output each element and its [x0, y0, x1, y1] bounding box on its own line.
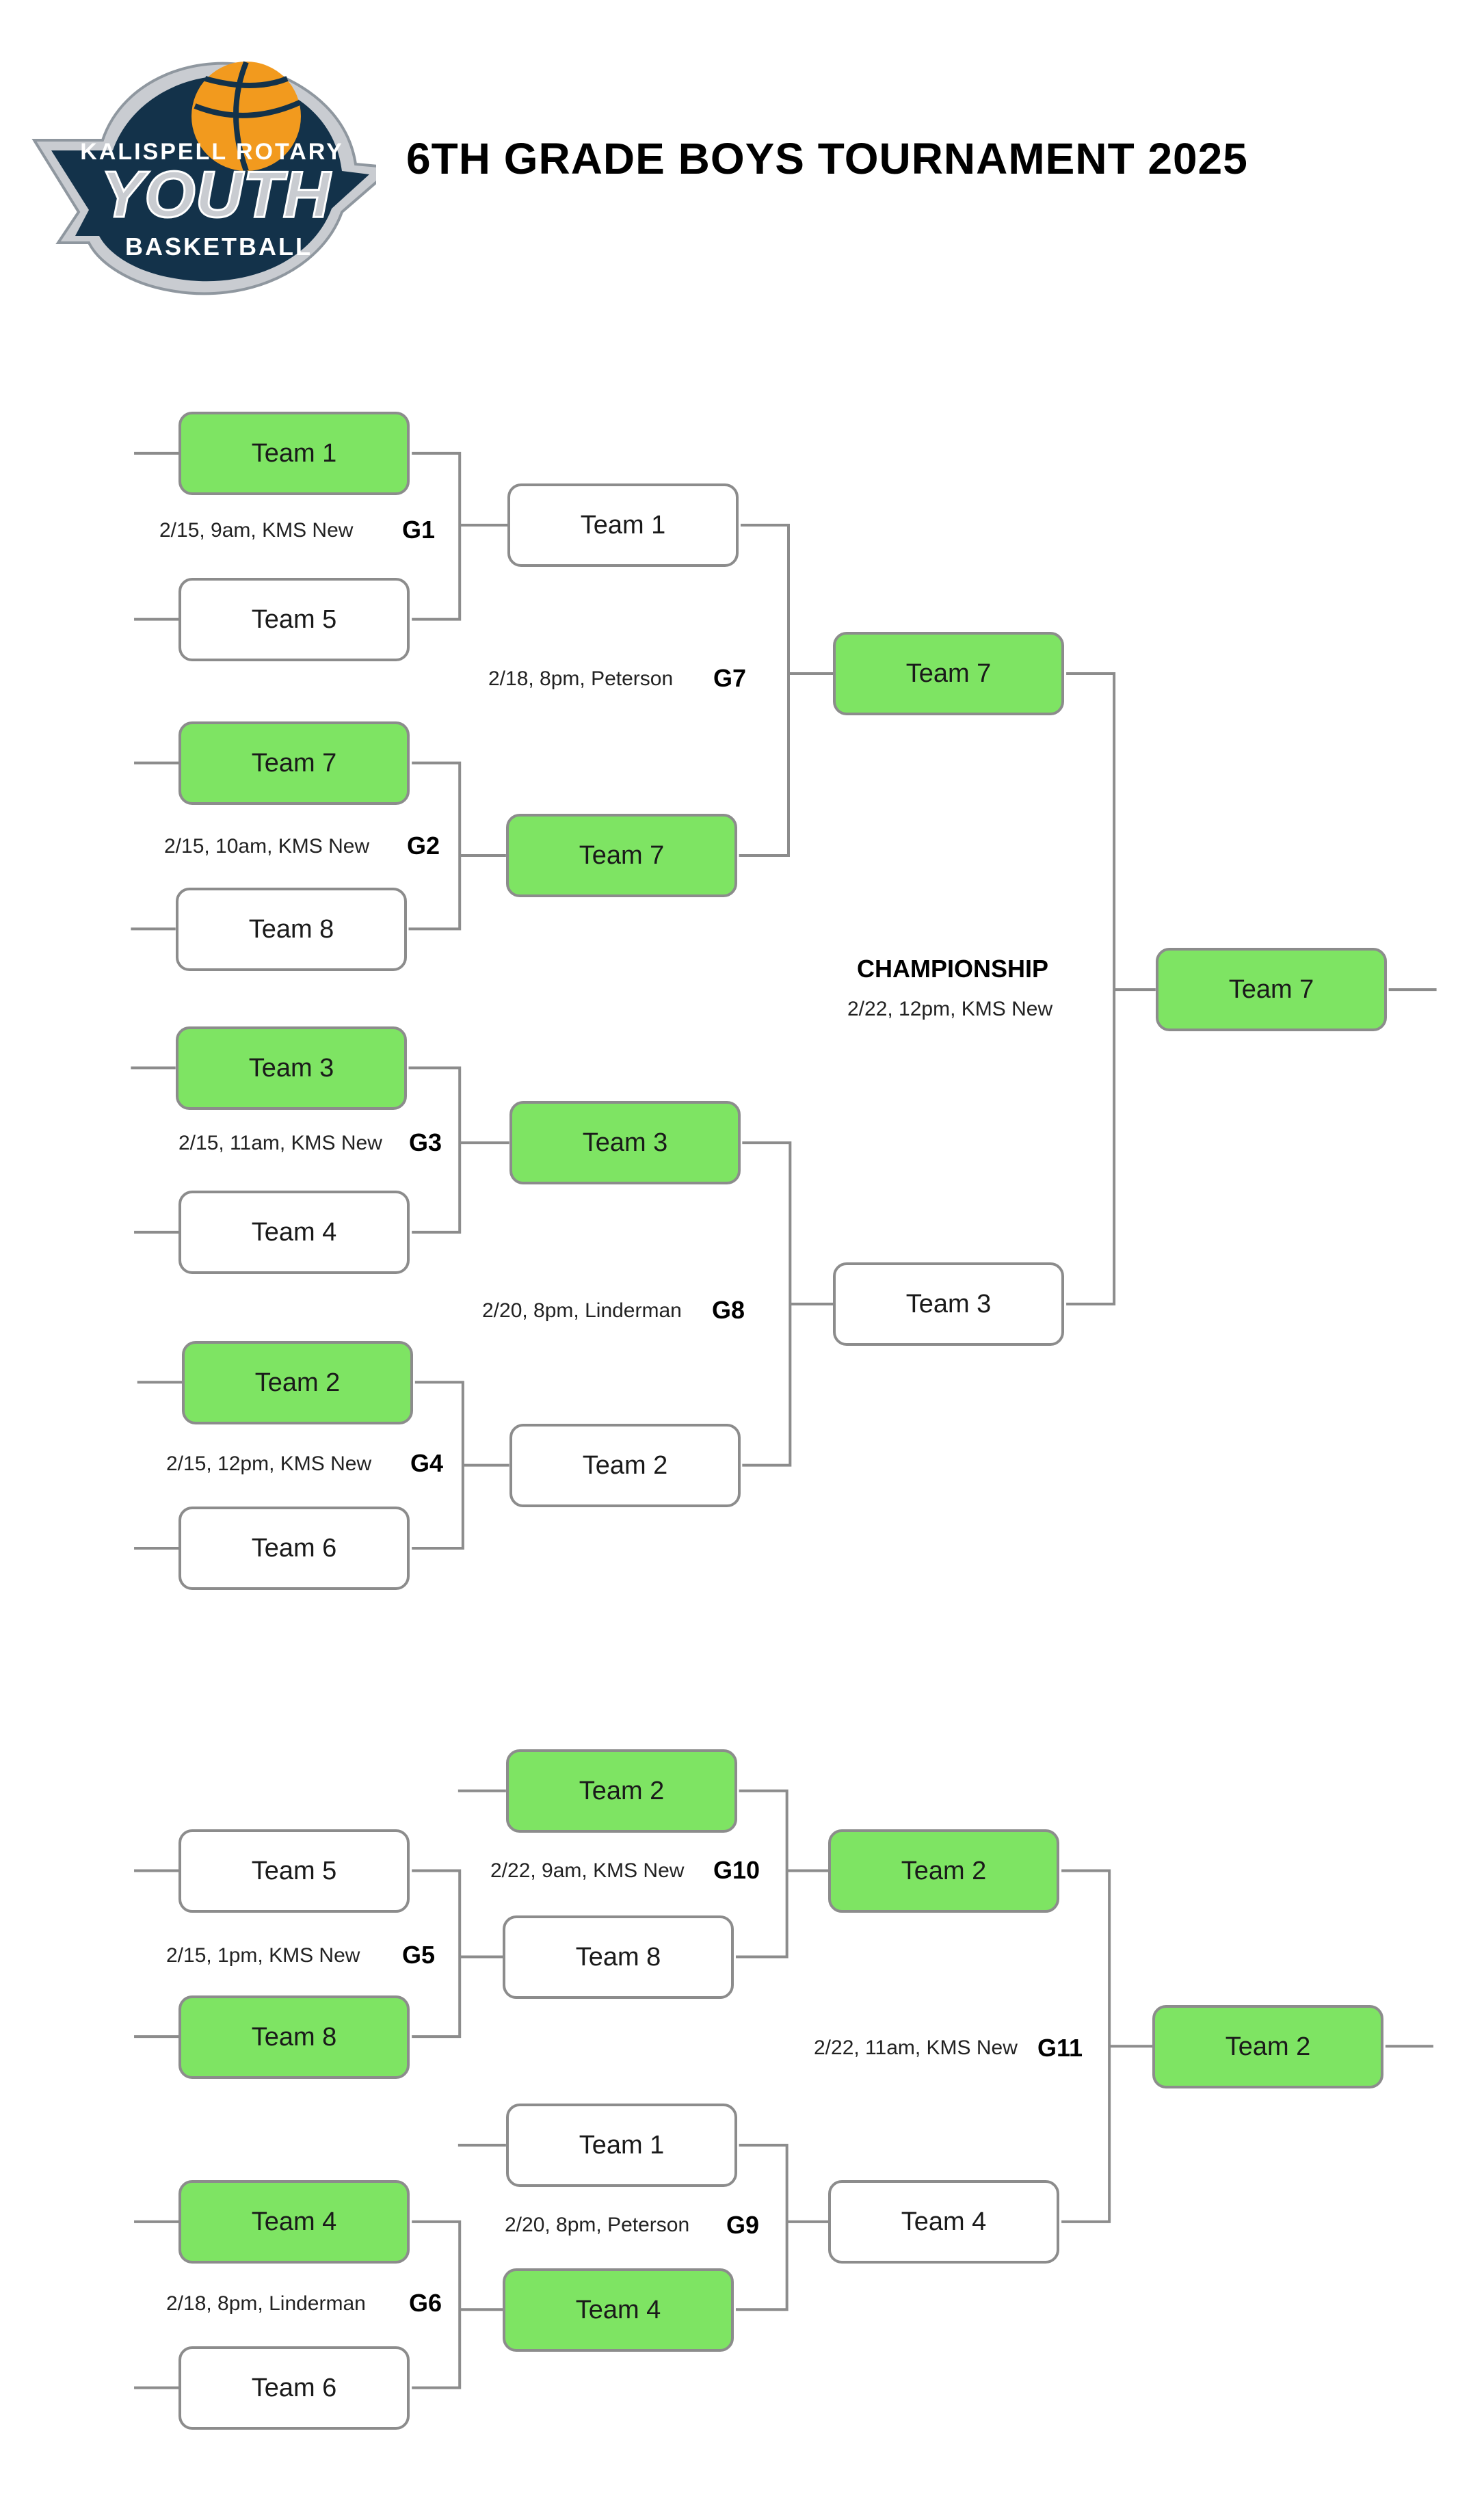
team-name: Team 1	[580, 510, 666, 540]
g2-bracket	[408, 761, 462, 931]
team-box-champion: Team 7	[1156, 948, 1387, 1031]
team-name: Team 7	[251, 748, 337, 778]
team-name: Team 2	[901, 1856, 987, 1885]
team-name: Team 8	[251, 2022, 337, 2052]
g7-bracket	[739, 523, 790, 858]
game-label-g4: G4	[410, 1449, 444, 1477]
team-box-g11-top: Team 2	[828, 1829, 1059, 1913]
team-box-g9-bot: Team 4	[503, 2268, 734, 2352]
game-info-g8: 2/20, 8pm, Linderman	[482, 1299, 682, 1322]
game-info-g11: 2/22, 11am, KMS New	[814, 2037, 1018, 2059]
team-name: Team 3	[582, 1128, 668, 1157]
game-label-g3: G3	[409, 1128, 442, 1156]
game-label-g5: G5	[402, 1941, 436, 1969]
team-box-g7-bot: Team 7	[506, 814, 737, 897]
team-name: Team 3	[248, 1053, 334, 1083]
team-box-g9-top: Team 1	[506, 2104, 737, 2187]
team-name: Team 8	[575, 1942, 661, 1972]
team-name: Team 7	[905, 659, 992, 688]
game-label-g8: G8	[712, 1296, 745, 1324]
game-info-g7: 2/18, 8pm, Peterson	[488, 667, 674, 690]
team-box-g8-bot: Team 2	[509, 1424, 741, 1507]
championship-info: 2/22, 12pm, KMS New	[847, 998, 1053, 1020]
game-label-g1: G1	[402, 516, 436, 544]
team-box-ch-top: Team 7	[833, 632, 1064, 715]
championship-bracket	[1066, 672, 1116, 1305]
team-box-g1-top: Team 1	[178, 412, 410, 495]
team-name: Team 6	[251, 1533, 337, 1563]
game-label-g9: G9	[726, 2211, 760, 2239]
team-name: Team 2	[582, 1450, 668, 1480]
team-name: Team 4	[251, 1217, 337, 1247]
page-title: 6TH GRADE BOYS TOURNAMENT 2025	[406, 134, 1248, 183]
team-name: Team 4	[251, 2207, 337, 2236]
game-label-g11: G11	[1037, 2034, 1083, 2062]
team-box-g10-top: Team 2	[506, 1749, 737, 1833]
team-name: Team 6	[251, 2373, 337, 2402]
team-box-g4-top: Team 2	[182, 1341, 413, 1424]
game-label-g6: G6	[409, 2289, 442, 2317]
game-info-g5: 2/15, 1pm, KMS New	[166, 1944, 360, 1967]
team-name: Team 2	[579, 1776, 665, 1805]
g10-bracket	[735, 1789, 789, 1959]
team-box-g8-top: Team 3	[509, 1101, 741, 1184]
team-name: Team 4	[901, 2207, 987, 2236]
game-label-g10: G10	[713, 1856, 760, 1884]
g8-bracket	[742, 1141, 792, 1467]
logo-line1: KALISPELL ROTARY	[80, 139, 344, 165]
g3-bracket	[408, 1066, 462, 1234]
game-info-g6: 2/18, 8pm, Linderman	[166, 2292, 366, 2315]
g5-bracket	[412, 1869, 462, 2039]
team-name: Team 1	[579, 2130, 665, 2160]
team-box-g11-bot: Team 4	[828, 2180, 1059, 2264]
team-name: Team 4	[575, 2295, 661, 2324]
team-name: Team 7	[1228, 974, 1314, 1004]
game-info-g4: 2/15, 12pm, KMS New	[166, 1452, 372, 1475]
kalispell-rotary-youth-basketball-logo: KALISPELL ROTARY YOUTH BASKETBALL	[31, 61, 376, 295]
logo-line2: YOUTH	[101, 158, 332, 231]
team-box-g5-bot: Team 8	[178, 1995, 410, 2079]
team-box-g1-bot: Team 5	[178, 578, 410, 661]
championship-label: CHAMPIONSHIP	[857, 955, 1049, 983]
game-info-g2: 2/15, 10am, KMS New	[164, 835, 370, 858]
team-box-g4-bot: Team 6	[178, 1507, 410, 1590]
team-name: Team 5	[251, 1856, 337, 1885]
team-box-consolation-winner: Team 2	[1152, 2005, 1383, 2088]
team-name: Team 2	[1225, 2032, 1311, 2061]
game-label-g2: G2	[407, 832, 440, 860]
team-name: Team 7	[579, 840, 665, 870]
team-box-g5-top: Team 5	[178, 1829, 410, 1913]
team-box-g7-top: Team 1	[507, 483, 739, 567]
team-box-g2-bot: Team 8	[176, 888, 407, 971]
team-box-g6-bot: Team 6	[178, 2346, 410, 2430]
game-info-g10: 2/22, 9am, KMS New	[490, 1859, 685, 1882]
g6-bracket	[412, 2220, 462, 2389]
team-name: Team 2	[254, 1368, 341, 1397]
game-info-g9: 2/20, 8pm, Peterson	[505, 2214, 690, 2236]
team-name: Team 1	[251, 438, 337, 468]
game-label-g7: G7	[713, 664, 747, 692]
g9-bracket	[735, 2143, 789, 2311]
team-box-g10-bot: Team 8	[503, 1915, 734, 1999]
game-info-g1: 2/15, 9am, KMS New	[159, 519, 354, 542]
team-box-g6-top: Team 4	[178, 2180, 410, 2264]
logo-line3: BASKETBALL	[125, 233, 313, 261]
team-name: Team 3	[905, 1289, 992, 1318]
team-box-ch-bot: Team 3	[833, 1262, 1064, 1346]
team-box-g3-bot: Team 4	[178, 1191, 410, 1274]
g1-bracket	[412, 451, 462, 621]
team-box-g3-top: Team 3	[176, 1026, 407, 1110]
team-name: Team 8	[248, 914, 334, 944]
team-name: Team 5	[251, 605, 337, 634]
game-info-g3: 2/15, 11am, KMS New	[178, 1132, 382, 1154]
team-box-g2-top: Team 7	[178, 721, 410, 805]
